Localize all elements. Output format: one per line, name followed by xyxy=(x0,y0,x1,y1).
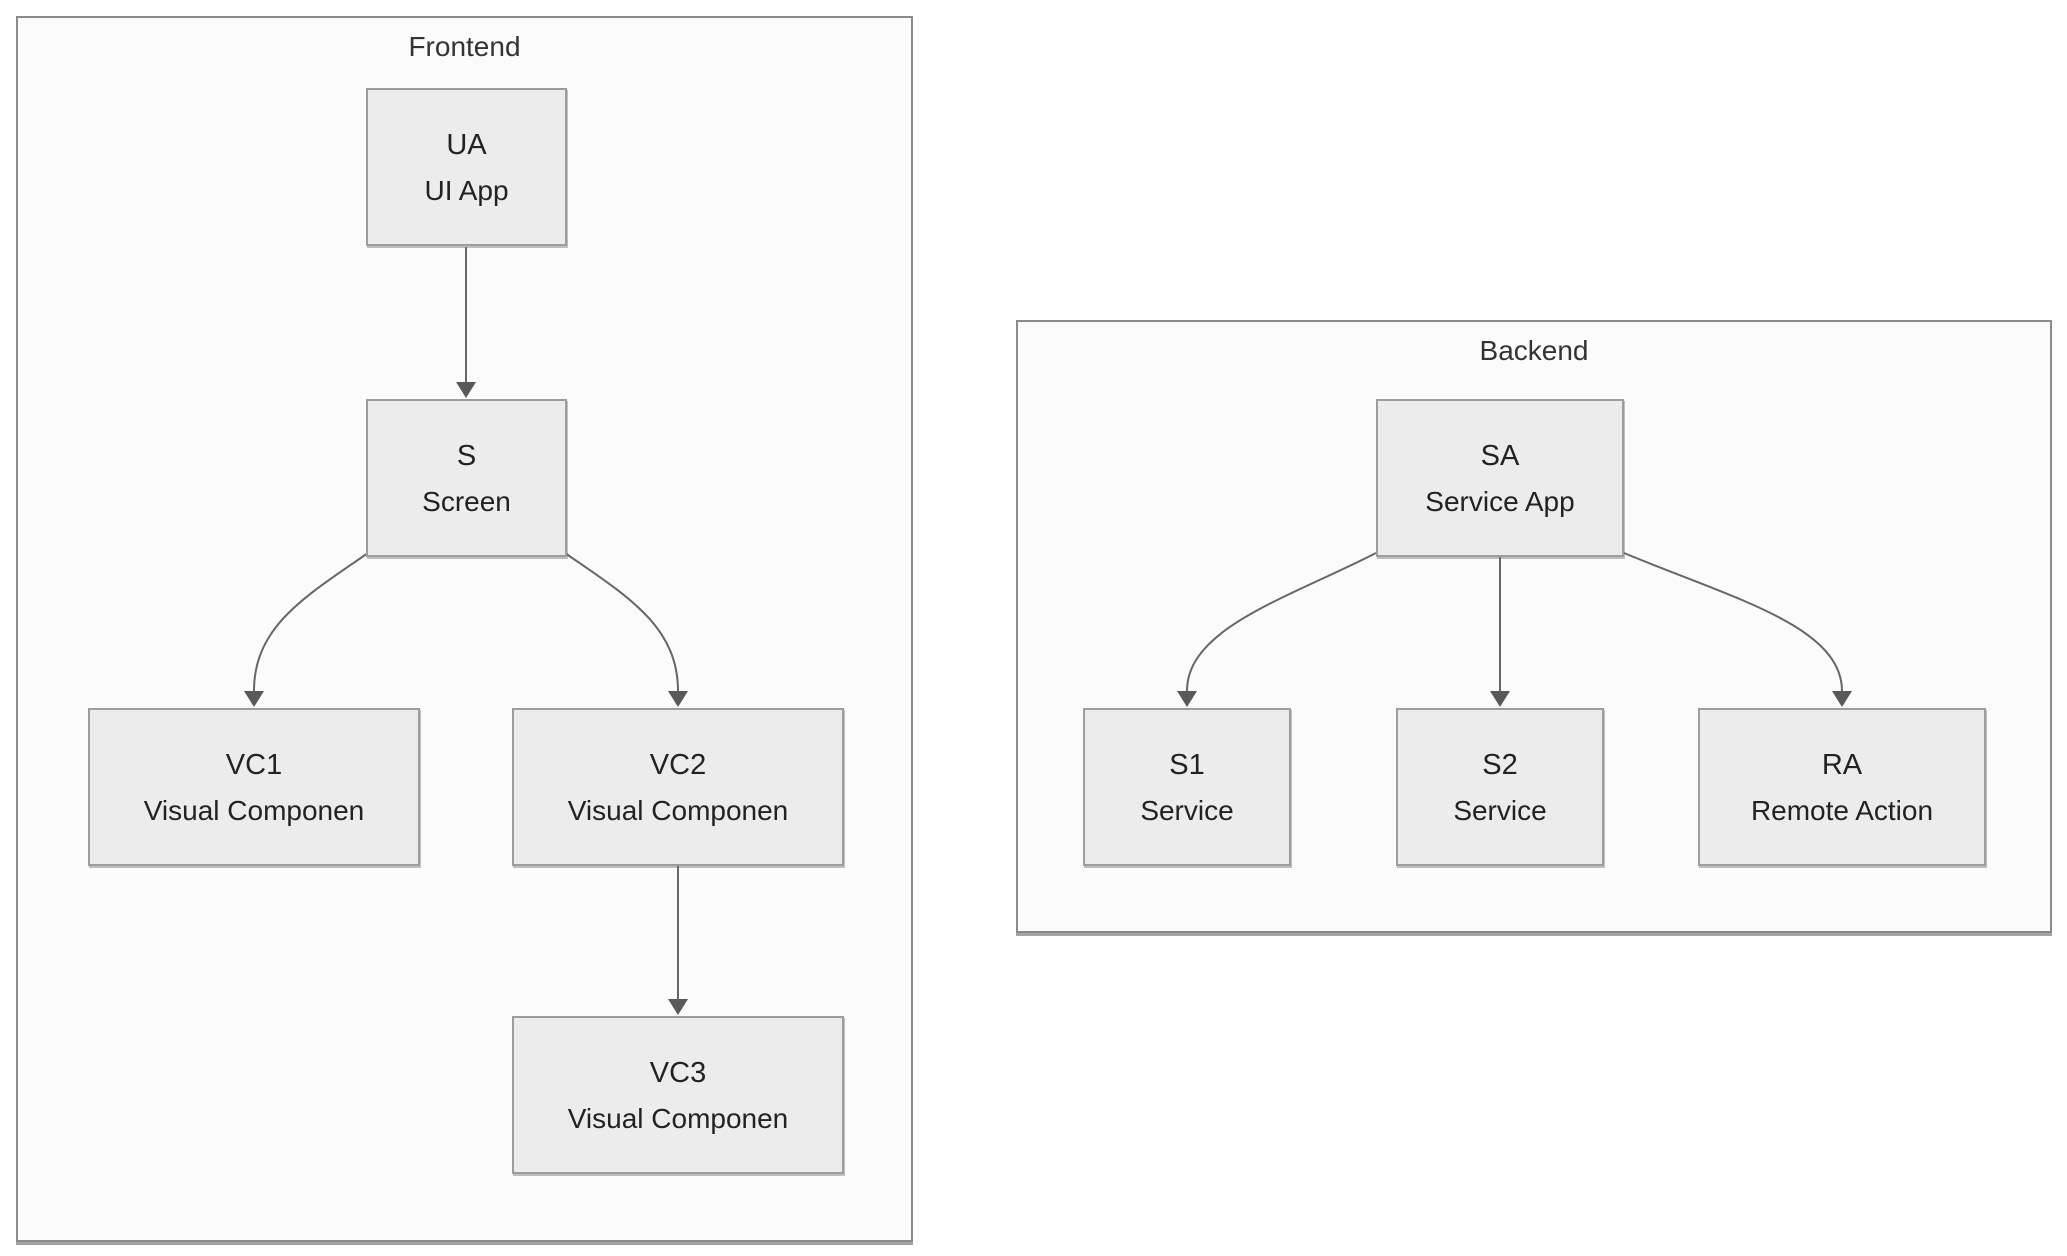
node-VC3: VC3 Visual Componen xyxy=(512,1016,844,1174)
node-S1-label: S1 xyxy=(1169,748,1205,781)
node-RA: RA Remote Action xyxy=(1698,708,1986,866)
backend-title: Backend xyxy=(1479,335,1589,366)
node-VC3-sublabel: Visual Componen xyxy=(567,1102,789,1134)
node-UA-label: UA xyxy=(446,128,487,161)
node-VC1: VC1 Visual Componen xyxy=(88,708,420,866)
node-S-sublabel: Screen xyxy=(422,485,511,517)
node-S1: S1 Service xyxy=(1083,708,1291,866)
node-VC2: VC2 Visual Componen xyxy=(512,708,844,866)
node-S2: S2 Service xyxy=(1396,708,1604,866)
node-UA-sublabel: UI App xyxy=(424,174,509,206)
node-VC2-label: VC2 xyxy=(649,748,707,781)
node-S2-label: S2 xyxy=(1482,748,1518,781)
node-VC1-sublabel: Visual Componen xyxy=(143,794,365,826)
node-RA-sublabel: Remote Action xyxy=(1750,794,1934,826)
node-VC2-sublabel: Visual Componen xyxy=(567,794,789,826)
frontend-title: Frontend xyxy=(408,31,521,62)
node-SA: SA Service App xyxy=(1376,399,1624,557)
node-VC3-label: VC3 xyxy=(649,1056,707,1089)
node-S2-sublabel: Service xyxy=(1453,794,1547,826)
node-UA: UA UI App xyxy=(366,88,567,246)
node-S: S Screen xyxy=(366,399,567,557)
node-S-label: S xyxy=(456,439,477,472)
node-SA-sublabel: Service App xyxy=(1425,485,1575,517)
node-RA-label: RA xyxy=(1821,748,1863,781)
node-VC1-label: VC1 xyxy=(225,748,283,781)
node-SA-label: SA xyxy=(1480,439,1520,472)
node-S1-sublabel: Service xyxy=(1140,794,1234,826)
